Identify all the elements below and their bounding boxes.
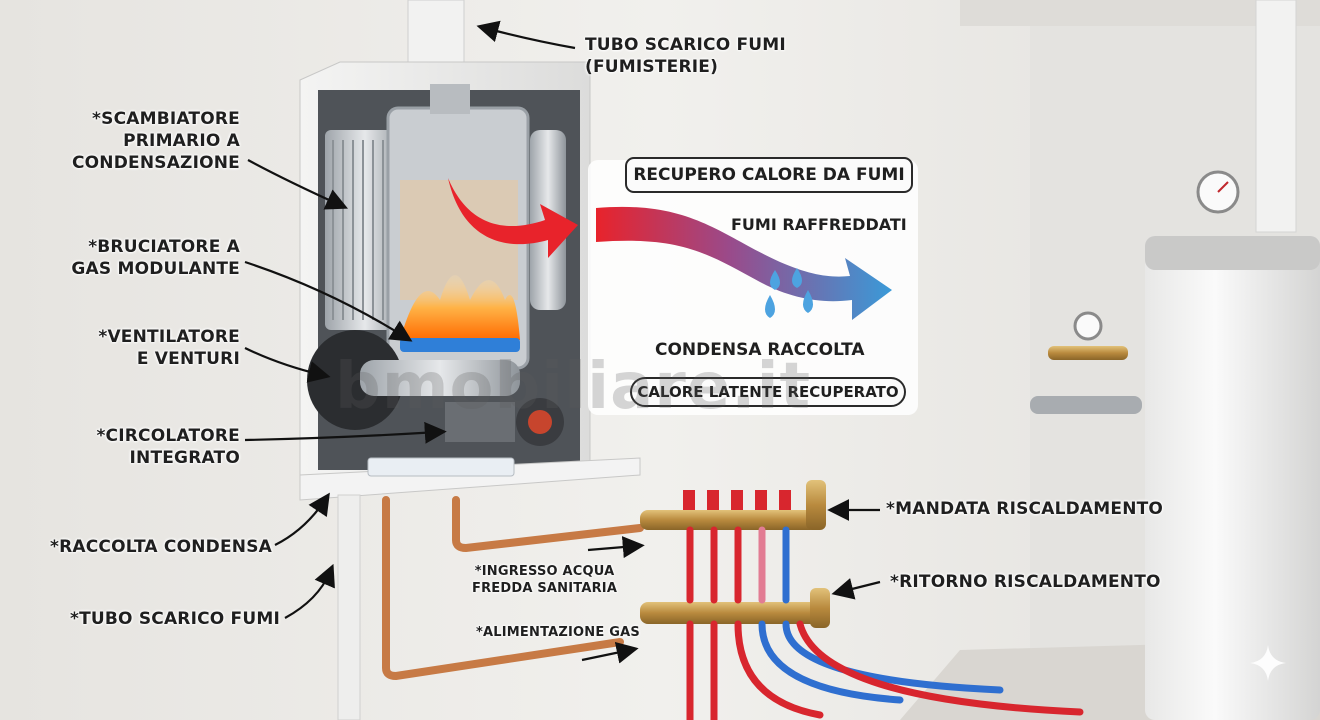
gauge-needle [1217, 181, 1229, 193]
burner-flame [400, 275, 520, 340]
panel-calore-latente: CALORE LATENTE RECUPERATO [630, 377, 906, 407]
label-ventilatore: *VENTILATORE E VENTURI [98, 327, 240, 369]
tank-top [1145, 236, 1320, 270]
label-tubo-scarico-fumi: *TUBO SCARICO FUMI [70, 609, 281, 629]
hot-gas-arrow [448, 178, 578, 258]
water-heater-tank [1145, 236, 1320, 720]
manifold-return [640, 588, 830, 628]
boiler [299, 61, 641, 501]
sparkle-icon [1250, 645, 1286, 681]
label-mandata: *MANDATA RISCALDAMENTO [886, 499, 1164, 519]
flue-pipe [407, 0, 465, 71]
heat-exchanger [325, 130, 405, 330]
label-tubo-scarico-fumisterie: TUBO SCARICO FUMI (FUMISTERIE) [585, 35, 786, 77]
pump-face [528, 410, 552, 434]
heat-exchanger-fins [332, 140, 394, 320]
hydraulic-block [445, 402, 515, 442]
flue-collar [430, 84, 470, 114]
fan-housing [307, 330, 403, 430]
label-ingresso-acqua: *INGRESSO ACQUA FREDDA SANITARIA [472, 564, 618, 596]
tank-pipe [1255, 0, 1297, 233]
label-ritorno: *RITORNO RISCALDAMENTO [890, 572, 1161, 592]
condensate-tray [299, 457, 641, 501]
copper-pipes [382, 496, 644, 681]
manifold-supply [640, 480, 826, 530]
cooling-flow-arrow [596, 206, 892, 320]
burner-bar [400, 338, 520, 352]
condensate-collector [367, 457, 515, 477]
floor-heating-pipes [686, 526, 1084, 720]
panel-condensa-raccolta: CONDENSA RACCOLTA [655, 340, 865, 360]
condensate-drops [765, 268, 813, 318]
watermark: bmobiliare.it [335, 350, 812, 424]
venturi-tube [360, 360, 520, 396]
small-gauge-icon [1073, 311, 1103, 341]
label-bruciatore: *BRUCIATORE A GAS MODULANTE [71, 237, 240, 279]
drain-pipe [337, 494, 361, 720]
label-circolatore: *CIRCOLATORE INTEGRATO [96, 426, 240, 468]
brass-valve [1048, 346, 1128, 360]
label-alimentazione-gas: *ALIMENTAZIONE GAS [476, 625, 640, 640]
label-arrows [244, 20, 881, 664]
label-raccolta-condensa: *RACCOLTA CONDENSA [50, 537, 273, 557]
label-scambiatore: *SCAMBIATORE PRIMARIO A CONDENSAZIONE [71, 109, 240, 173]
panel-title: RECUPERO CALORE DA FUMI [625, 157, 913, 193]
panel-fumi-raffreddati: FUMI RAFFREDDATI [731, 215, 907, 234]
wall-pipe [1030, 396, 1142, 414]
